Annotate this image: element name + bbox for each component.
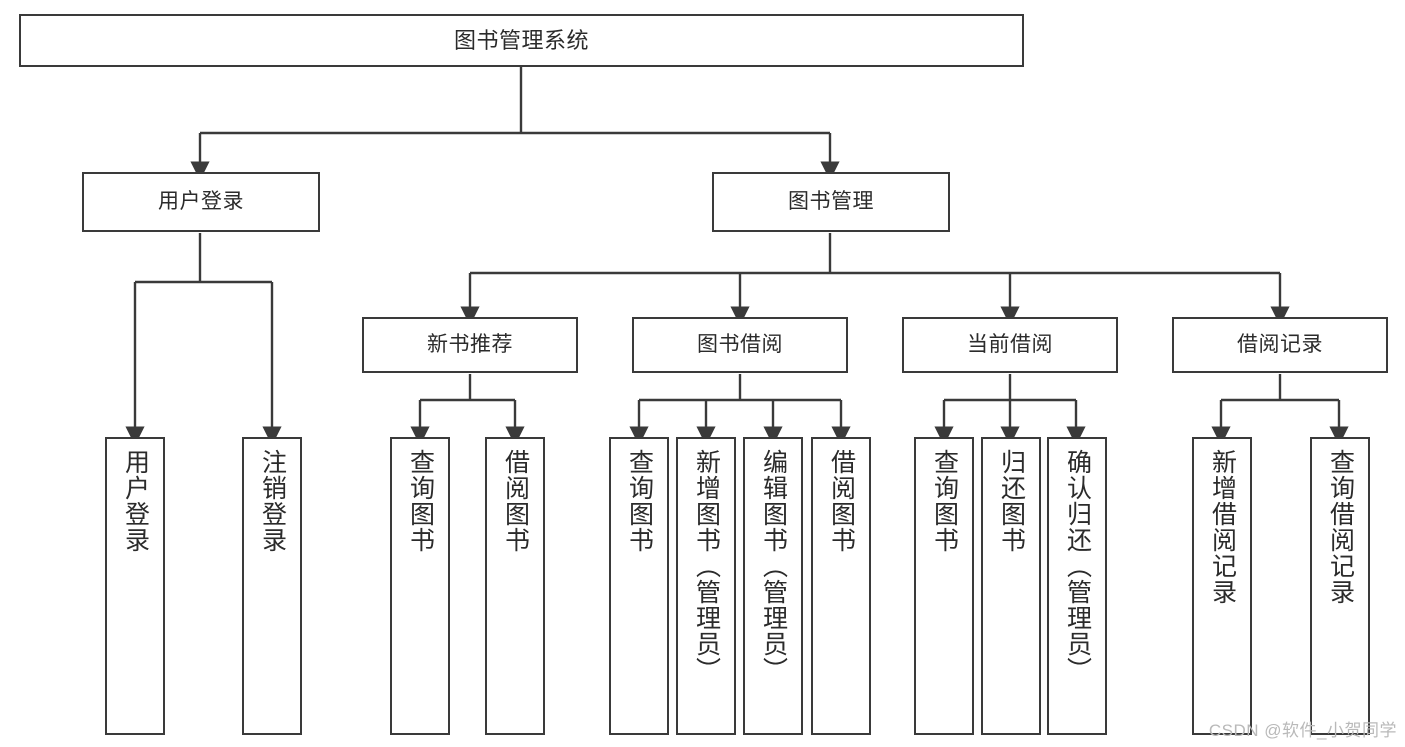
node-leaf-query-record[interactable]: 查询借阅记录 — [1310, 437, 1370, 735]
node-leaf-query-book-1-label: 查询图书 — [406, 449, 435, 553]
node-current-borrow-label: 当前借阅 — [967, 332, 1053, 356]
node-leaf-add-book[interactable]: 新增图书（管理员） — [676, 437, 736, 735]
node-new-book-recommend[interactable]: 新书推荐 — [362, 317, 578, 373]
node-new-book-recommend-label: 新书推荐 — [427, 332, 513, 356]
node-leaf-confirm-return[interactable]: 确认归还（管理员） — [1047, 437, 1107, 735]
node-leaf-add-record[interactable]: 新增借阅记录 — [1192, 437, 1252, 735]
node-leaf-user-login-label: 用户登录 — [121, 449, 150, 553]
node-leaf-add-book-label: 新增图书（管理员） — [692, 449, 721, 683]
node-leaf-logout-login[interactable]: 注销登录 — [242, 437, 302, 735]
node-leaf-logout-login-label: 注销登录 — [258, 449, 287, 553]
node-book-manage-label: 图书管理 — [788, 189, 874, 213]
node-user-login-label: 用户登录 — [158, 189, 244, 213]
node-leaf-confirm-return-label: 确认归还（管理员） — [1063, 449, 1092, 683]
node-root-label: 图书管理系统 — [453, 27, 589, 53]
node-leaf-borrow-book-2-label: 借阅图书 — [827, 449, 856, 553]
node-leaf-edit-book[interactable]: 编辑图书（管理员） — [743, 437, 803, 735]
node-book-manage[interactable]: 图书管理 — [712, 172, 950, 232]
node-leaf-return-book-label: 归还图书 — [997, 449, 1026, 553]
node-leaf-edit-book-label: 编辑图书（管理员） — [759, 449, 788, 683]
node-leaf-query-book-2-label: 查询图书 — [625, 449, 654, 553]
node-root[interactable]: 图书管理系统 — [19, 14, 1024, 67]
node-user-login[interactable]: 用户登录 — [82, 172, 320, 232]
node-leaf-user-login[interactable]: 用户登录 — [105, 437, 165, 735]
node-leaf-borrow-book-1[interactable]: 借阅图书 — [485, 437, 545, 735]
node-leaf-query-record-label: 查询借阅记录 — [1326, 449, 1355, 605]
node-current-borrow[interactable]: 当前借阅 — [902, 317, 1118, 373]
node-leaf-add-record-label: 新增借阅记录 — [1208, 449, 1237, 605]
node-leaf-borrow-book-1-label: 借阅图书 — [501, 449, 530, 553]
node-book-borrow-label: 图书借阅 — [697, 332, 783, 356]
node-borrow-record[interactable]: 借阅记录 — [1172, 317, 1388, 373]
node-leaf-query-book-3-label: 查询图书 — [930, 449, 959, 553]
node-leaf-query-book-1[interactable]: 查询图书 — [390, 437, 450, 735]
node-leaf-return-book[interactable]: 归还图书 — [981, 437, 1041, 735]
node-borrow-record-label: 借阅记录 — [1237, 332, 1323, 356]
node-book-borrow[interactable]: 图书借阅 — [632, 317, 848, 373]
node-leaf-query-book-3[interactable]: 查询图书 — [914, 437, 974, 735]
csdn-watermark: CSDN @软件_小贺同学 — [1208, 721, 1397, 740]
node-leaf-borrow-book-2[interactable]: 借阅图书 — [811, 437, 871, 735]
node-leaf-query-book-2[interactable]: 查询图书 — [609, 437, 669, 735]
